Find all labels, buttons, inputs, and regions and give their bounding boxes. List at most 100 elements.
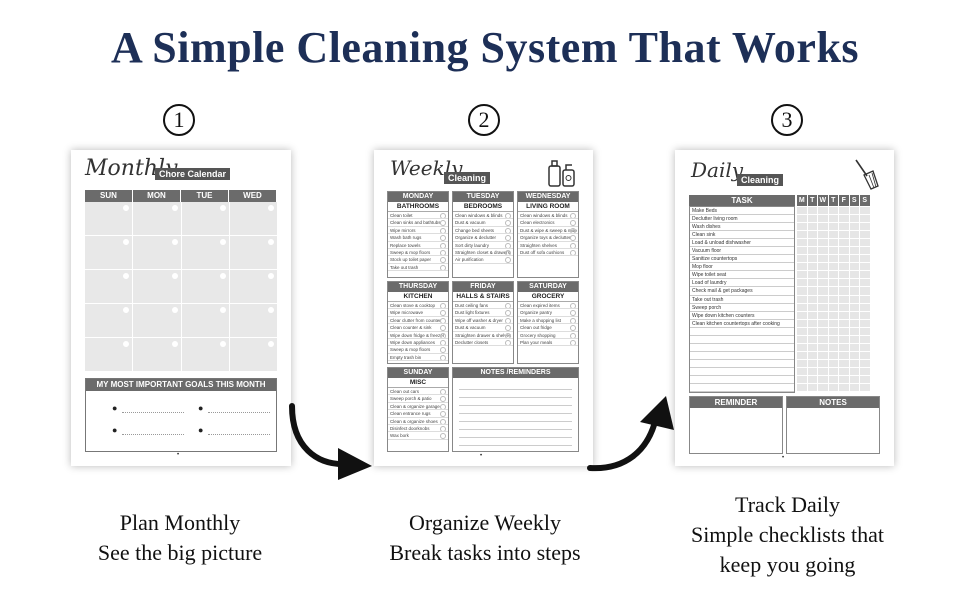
daily-task-row: [690, 384, 794, 393]
task-line: Replace towels: [388, 242, 448, 249]
checkbox-cell: [807, 375, 817, 384]
daily-task-row: [690, 376, 794, 385]
checkbox-cell: [860, 247, 870, 255]
bullet: ●: [198, 425, 204, 435]
task-line: Wipe microwave: [388, 309, 448, 317]
checkbox-cell: [849, 271, 859, 279]
checkbox-cell: [807, 303, 817, 311]
checkbox-cell: [807, 319, 817, 327]
checkbox-cell: [818, 303, 828, 311]
calendar-cell: [181, 304, 229, 337]
weekday-label: S: [860, 195, 870, 206]
checkbox-cell: [839, 335, 849, 343]
calendar-cell: [229, 338, 277, 371]
task-line: Sweep & mop floors: [388, 346, 448, 354]
checkbox-cell: [860, 375, 870, 384]
daily-task-row: Load & unload dishwasher: [690, 239, 794, 248]
checkbox-cell: [807, 343, 817, 351]
daily-notes-box: NOTES: [786, 396, 880, 454]
checkbox-cell: [828, 303, 838, 311]
checkbox-cell: [828, 367, 838, 375]
section-room: MISC: [388, 378, 448, 388]
checkbox-cell: [797, 327, 807, 335]
checkbox-cell: [818, 207, 828, 215]
checkbox-cell: [839, 367, 849, 375]
task-line: Wash bath rugs: [388, 234, 448, 242]
monthly-goals-title: MY MOST IMPORTANT GOALS THIS MONTH: [86, 379, 276, 391]
checkbox-cell: [839, 223, 849, 231]
checkbox-cell: [839, 207, 849, 215]
checkbox-cell: [860, 271, 870, 279]
task-line: Dust & wipe & sweep & mop: [518, 227, 578, 235]
checkbox-cell: [818, 223, 828, 231]
daily-task-row: Vacuum floor: [690, 247, 794, 256]
weekday-label: F: [839, 195, 849, 206]
checkbox-cell: [860, 279, 870, 287]
checkbox-cell: [860, 303, 870, 311]
checkbox-cell: [797, 343, 807, 351]
checkbox-cell: [860, 207, 870, 215]
daily-task-row: [690, 336, 794, 344]
checkbox-cell: [849, 335, 859, 343]
checkbox-cell: [828, 239, 838, 247]
task-line: Dust light fixtures: [453, 309, 513, 317]
checkbox-cell: [797, 359, 807, 367]
checkbox-cell: [828, 335, 838, 343]
caption-line: Break tasks into steps: [389, 540, 581, 565]
checkbox-cell: [828, 263, 838, 271]
calendar-cell: [85, 338, 133, 371]
goal-line: [122, 412, 184, 413]
checkbox-cell: [849, 255, 859, 263]
page-mark: •: [177, 452, 180, 458]
weekday-label: M: [797, 195, 807, 206]
bullet: ●: [112, 425, 118, 435]
checkbox-cell: [849, 231, 859, 239]
calendar-cell: [229, 236, 277, 269]
checkbox-cell: [797, 295, 807, 303]
checkbox-cell: [839, 255, 849, 263]
checkbox-cell: [828, 311, 838, 319]
broom-icon: [855, 159, 879, 190]
weekly-section-saturday: SATURDAY GROCERY Clean expired items Org…: [517, 281, 579, 364]
goal-line: [208, 434, 270, 435]
task-line: Clean electronics: [518, 219, 578, 227]
checkbox-cell: [860, 295, 870, 303]
section-room: GROCERY: [518, 292, 578, 302]
checkbox-cell: [818, 239, 828, 247]
checkbox-cell: [818, 231, 828, 239]
daily-task-row: Make Beds: [690, 207, 794, 216]
checkbox-cell: [849, 319, 859, 327]
checkbox-cell: [839, 287, 849, 295]
task-line: Grocery shopping: [518, 332, 578, 339]
daily-task-row: [690, 344, 794, 352]
checkbox-cell: [849, 263, 859, 271]
step-number-2: 2: [468, 104, 500, 136]
task-line: Clean entrance rugs: [388, 410, 448, 418]
daily-task-row: Wipe toilet seat: [690, 271, 794, 280]
checkbox-cell: [807, 287, 817, 295]
daily-task-row: Mop floor: [690, 263, 794, 272]
step-2-caption: Organize Weekly Break tasks into steps: [355, 508, 615, 568]
checkbox-cell: [797, 255, 807, 263]
checkbox-cell: [807, 255, 817, 263]
checkbox-cell: [849, 359, 859, 367]
checkbox-cell: [807, 335, 817, 343]
monthly-planner-page: Monthly Chore Calendar SUN MON TUE WED M…: [71, 150, 291, 466]
task-line: Sort dirty laundry: [453, 242, 513, 249]
caption-line: Organize Weekly: [409, 510, 561, 535]
weekly-notes-box: NOTES /REMINDERS: [452, 367, 579, 452]
weekly-section-monday: MONDAY BATHROOMS Clean toilet Clean sink…: [387, 191, 449, 278]
task-line: Straighten closet & drawers: [453, 249, 513, 257]
section-day: THURSDAY: [388, 282, 448, 292]
calendar-cell: [133, 304, 181, 337]
checkbox-cell: [839, 263, 849, 271]
monthly-calendar-grid: SUN MON TUE WED: [85, 190, 277, 371]
caption-line: Simple checklists that: [690, 522, 885, 547]
daily-task-row: Clean sink: [690, 231, 794, 240]
checkbox-cell: [828, 359, 838, 367]
caption-line: Plan Monthly: [119, 510, 241, 535]
bullet: ●: [112, 403, 118, 413]
calendar-cell: [229, 270, 277, 303]
daily-notes-title: NOTES: [787, 397, 879, 408]
step-number-1: 1: [163, 104, 195, 136]
